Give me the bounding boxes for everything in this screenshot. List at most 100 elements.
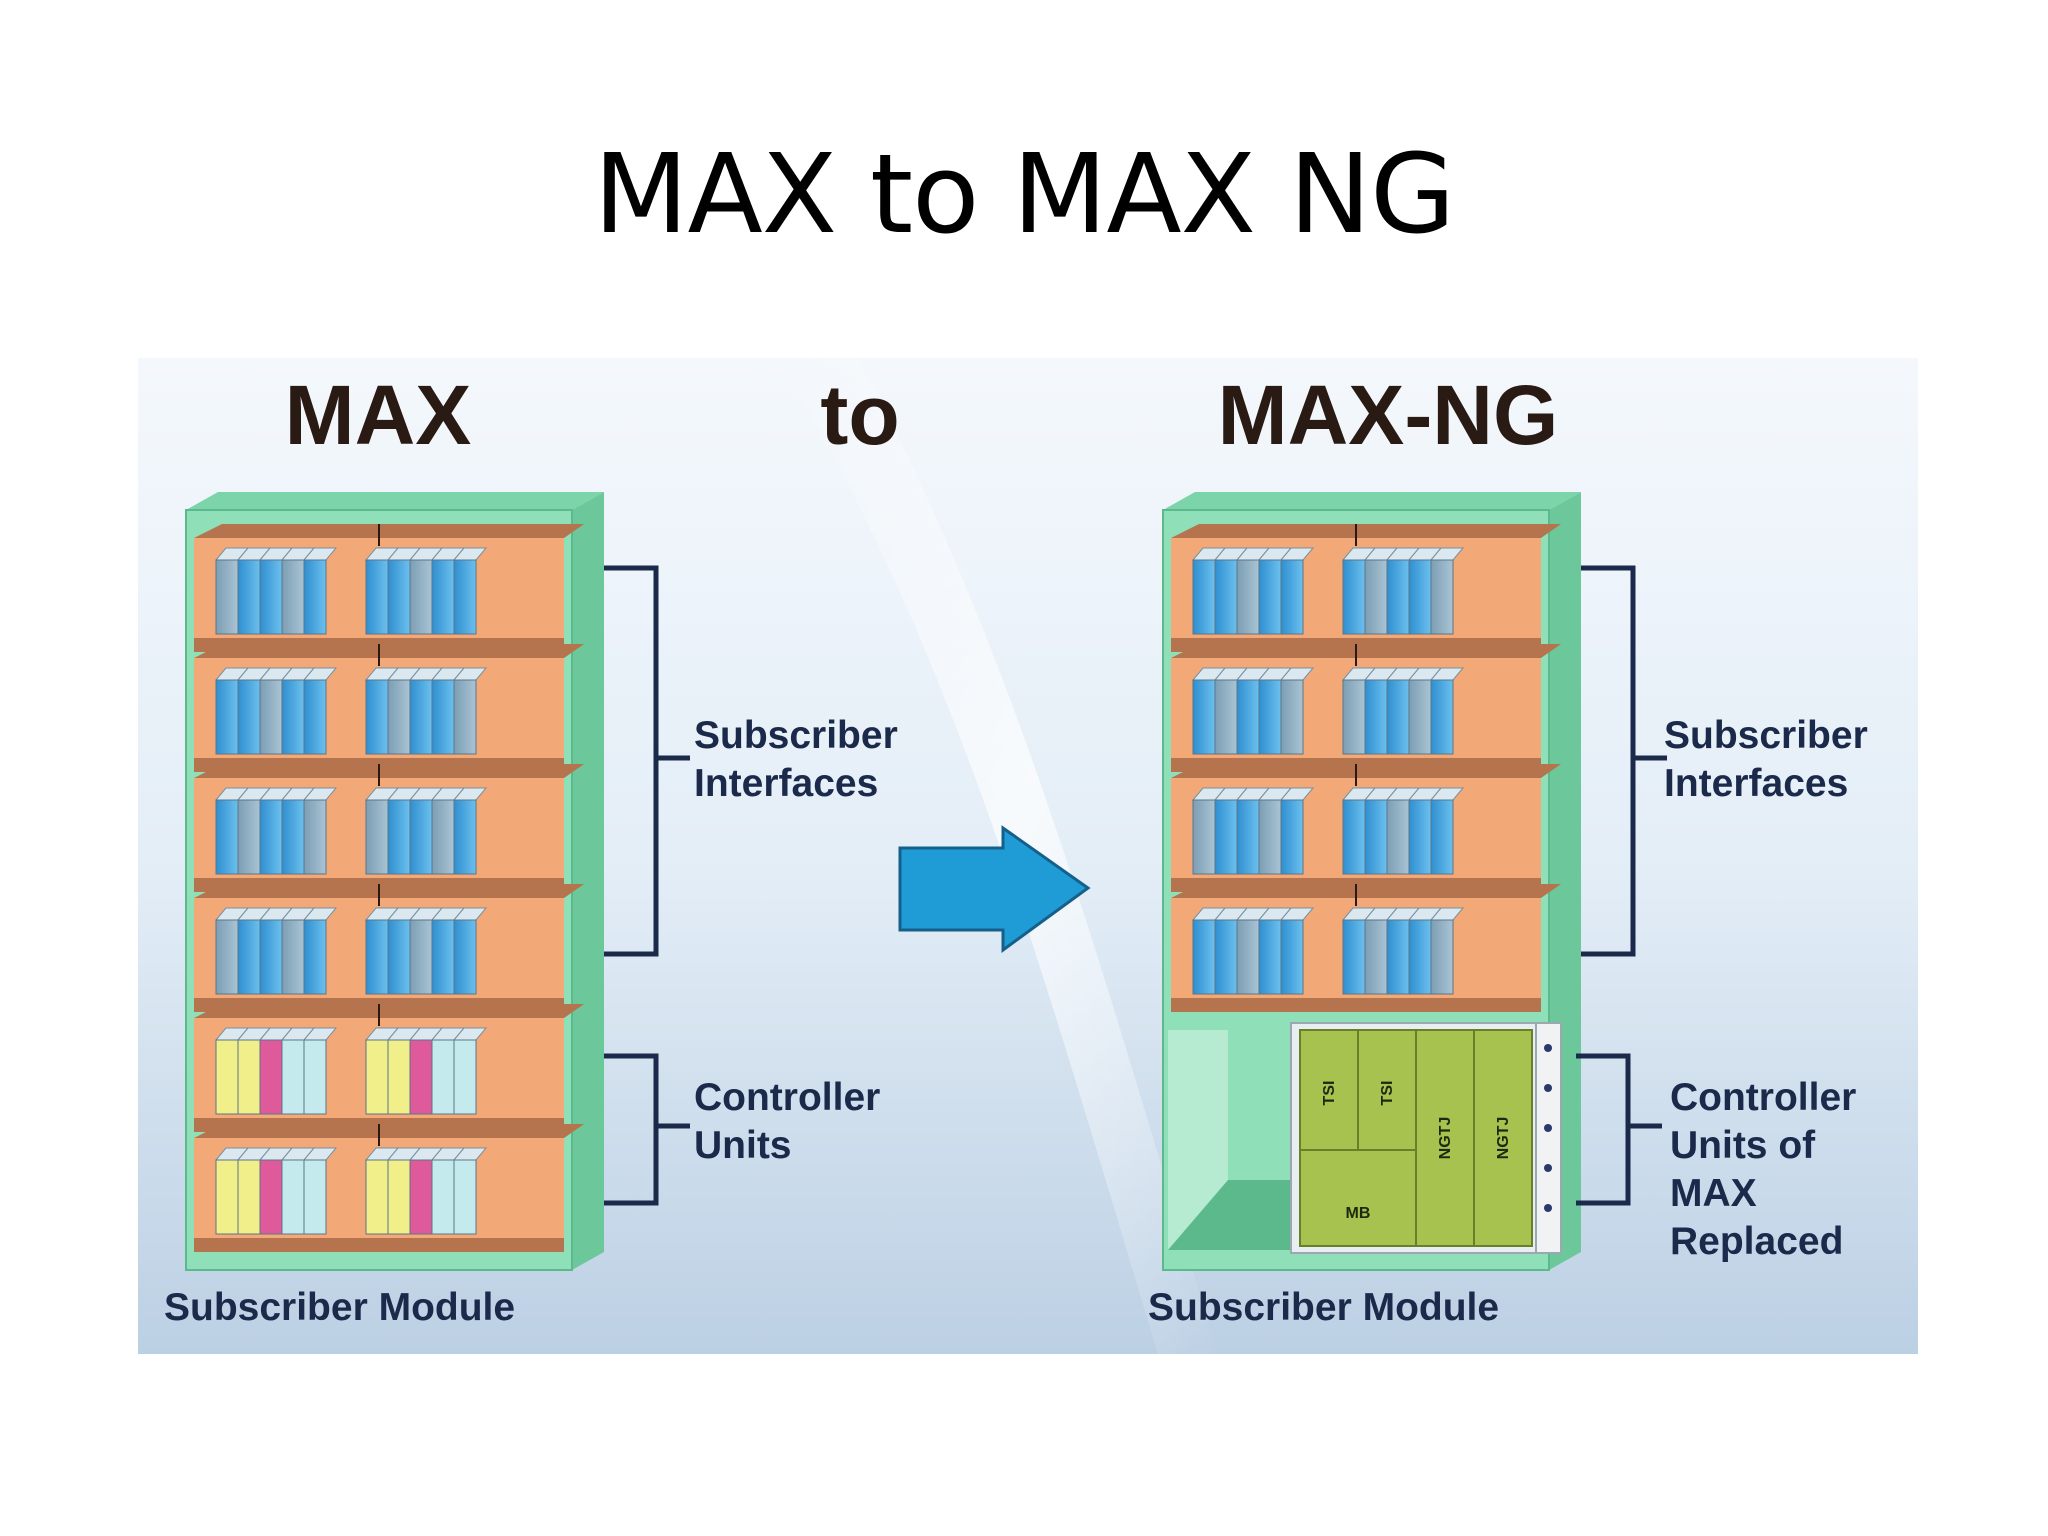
right-controller-label-line3: MAX [1670,1172,1757,1215]
rack-side [572,492,604,1270]
line-card [1430,679,1454,755]
line-card [431,919,455,995]
line-card [259,1039,283,1115]
line-card [303,1039,327,1115]
shelf-top-board [194,764,584,778]
line-card [303,799,327,875]
line-card [453,1159,477,1235]
shelf-top-board [194,524,584,538]
line-card [365,799,389,875]
line-card [1364,799,1388,875]
shelves [194,524,1561,1252]
line-card [365,559,389,635]
line-card [259,679,283,755]
line-card [453,679,477,755]
line-card [1386,559,1410,635]
line-card [387,679,411,755]
line-card [387,919,411,995]
shelf-top-board [194,1124,584,1138]
led [1544,1204,1552,1212]
shelf-top-board [194,644,584,658]
line-card [215,919,239,995]
line-card [409,799,433,875]
right-subscriber-bracket [1581,565,1636,957]
shelf-top-board [1171,644,1561,658]
shelf-top-board [1171,884,1561,898]
line-card [453,559,477,635]
line-card [387,1039,411,1115]
line-card [1214,559,1238,635]
line-card [237,919,261,995]
shelf-bottom-board [194,1238,564,1252]
led [1544,1164,1552,1172]
left-caption: Subscriber Module [164,1286,515,1329]
diagram-canvas: MAX to MAX-NG TSI TSI NGTJ NGTJ MB [138,358,1918,1354]
line-card [259,1159,283,1235]
line-card [1408,679,1432,755]
shelf-top-board [1171,524,1561,538]
line-card [1364,559,1388,635]
line-card [453,1039,477,1115]
line-card [215,799,239,875]
line-card [1258,679,1282,755]
line-card [431,559,455,635]
line-card [365,679,389,755]
line-card [1430,799,1454,875]
max-ng-heading: MAX-NG [1218,368,1559,462]
line-card [1342,799,1366,875]
line-card [409,1039,433,1115]
line-card [1214,799,1238,875]
tsi-label-2: TSI [1379,1081,1396,1106]
line-card [1214,919,1238,995]
ng-controller-block: TSI TSI NGTJ NGTJ MB [1290,1022,1562,1254]
line-card [453,799,477,875]
line-card [237,679,261,755]
labels: Subscriber Interfaces Controller Units S… [164,714,1868,1329]
ngtj-card-2 [1473,1029,1533,1247]
tsi-label-1: TSI [1321,1081,1338,1106]
mb-card [1299,1149,1417,1247]
line-card [281,679,305,755]
mb-label: MB [1346,1205,1371,1222]
line-card [1192,919,1216,995]
left-controller-bracket [604,1053,659,1206]
line-card [409,919,433,995]
line-card [281,1039,305,1115]
line-card [365,1039,389,1115]
led [1544,1124,1552,1132]
line-card [303,559,327,635]
line-card [1342,919,1366,995]
line-card [1386,679,1410,755]
line-card [1280,679,1304,755]
line-card [281,1159,305,1235]
line-card [1430,559,1454,635]
rack-top [1163,492,1581,510]
line-card [1364,679,1388,755]
line-card [1430,919,1454,995]
line-card [431,679,455,755]
right-controller-label-line4: Replaced [1670,1220,1843,1263]
line-card [303,919,327,995]
line-card [259,559,283,635]
ngtj-card-1 [1415,1029,1475,1247]
indicator-strip [1535,1022,1562,1254]
line-card [215,1039,239,1115]
line-card [1386,799,1410,875]
line-card [1408,799,1432,875]
line-card [1192,559,1216,635]
left-subscriber-bracket [604,565,659,957]
line-card [237,1039,261,1115]
shelf-top-board [194,1004,584,1018]
left-controller-label-line2: Units [694,1124,792,1167]
line-card [1192,799,1216,875]
line-card [1236,679,1260,755]
shelf-top-board [194,884,584,898]
line-card [387,559,411,635]
line-card [281,919,305,995]
line-card [1236,559,1260,635]
line-card [259,799,283,875]
line-card [237,559,261,635]
line-card [1280,919,1304,995]
right-controller-bracket [1576,1053,1631,1206]
shelf-bottom-board [1171,998,1541,1012]
